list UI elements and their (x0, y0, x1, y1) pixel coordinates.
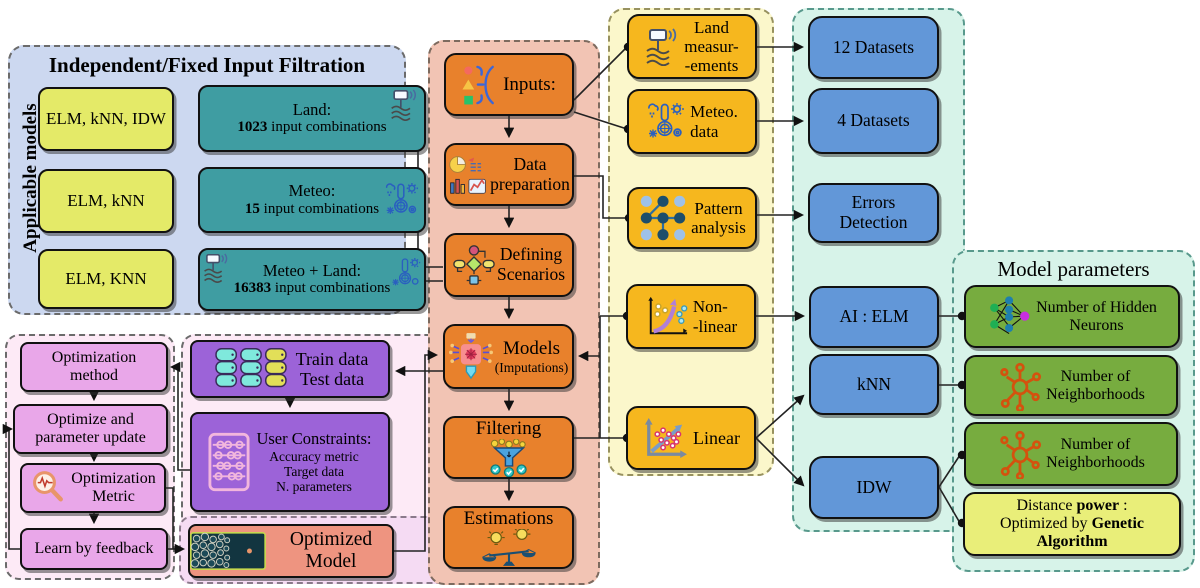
filtration-title: Independent/Fixed Input Filtration (48, 53, 366, 77)
meteo-land-combinations-box: Meteo + Land: 16383 input combinations (198, 248, 426, 311)
constraint-item: Target data (284, 463, 344, 479)
pattern-analysis-box: Pattern analysis (627, 187, 757, 249)
optimized-model-box: Optimized Model (188, 524, 394, 578)
meteo-count: 15 input combinations (244, 200, 380, 217)
abacus-icon (208, 432, 250, 492)
hidden-neurons-box: Number of Hidden Neurons (964, 285, 1180, 348)
inputs-box: Inputs: (444, 53, 574, 116)
data-preparation-box: Data preparation (444, 143, 574, 206)
meteo-label: Meteo: (288, 181, 336, 201)
land-combinations-box: Land: 1023 input combinations (198, 85, 426, 152)
parameter-update-box: Optimize and parameter update (13, 404, 168, 454)
meteo-data-box: Meteo. data (627, 89, 757, 154)
user-constraints-box: User Constraints: Accuracy metric Target… (190, 412, 390, 512)
linear-box: Linear (626, 406, 756, 470)
train-test-data-box: Train data Test data (190, 340, 390, 398)
filtering-funnel-icon (489, 439, 527, 477)
balance-scale-icon (481, 529, 536, 567)
datasets-12-box: 12 Datasets (808, 16, 939, 79)
filtering-box: Filtering (443, 416, 574, 479)
constraint-item: Accuracy metric (269, 448, 359, 464)
land-measurement-icon (391, 89, 416, 121)
inputs-shapes-icon (462, 65, 495, 104)
meteo-icon (392, 257, 421, 286)
databases-icon (214, 348, 287, 388)
meteo-icon (648, 102, 684, 137)
errors-detection-box: Errors Detection (808, 183, 939, 243)
nonlinear-box: Non- -linear (626, 284, 756, 349)
land-measurements-box: Land measur- -ements (627, 14, 757, 79)
distance-power-box: Distance power : Optimized by Genetic Al… (963, 492, 1181, 556)
optimization-method-box: Optimization method (20, 342, 168, 392)
models-box-meteo-land: ELM, KNN (38, 249, 174, 309)
meteo-combinations-box: Meteo: 15 input combinations (198, 167, 426, 233)
constraints-title: User Constraints: (256, 429, 372, 449)
defining-scenarios-box: Defining Scenarios (444, 233, 574, 297)
meteo-icon (385, 183, 419, 214)
constraint-item: N. parameters (276, 478, 352, 494)
optimized-model-image (190, 532, 266, 570)
neighborhoods-box-knn: Number of Neighborhoods (964, 355, 1178, 416)
neighborhoods-box-idw: Number of Neighborhoods (964, 422, 1178, 486)
land-count: 1023 input combinations (237, 119, 387, 136)
ai-chip-icon (448, 332, 493, 379)
land-measurement-icon (646, 27, 677, 66)
land-measurement-icon (204, 253, 228, 283)
meteo-land-label: Meteo + Land: (262, 260, 362, 280)
datasets-4-box: 4 Datasets (808, 88, 939, 154)
magnifier-metric-icon (33, 471, 64, 502)
idw-box: IDW (809, 456, 939, 519)
knn-box: kNN (809, 354, 939, 415)
neural-network-icon (990, 295, 1030, 334)
estimations-box: Estimations (443, 506, 574, 569)
defining-scenarios-flow-icon (453, 245, 495, 285)
models-imputations-box: Models (Imputations) (443, 324, 574, 389)
pattern-grid-icon (640, 195, 686, 241)
land-label: Land: (292, 99, 332, 119)
nonlinear-curve-icon (648, 296, 688, 334)
learn-feedback-box: Learn by feedback (20, 528, 168, 570)
models-box-land: ELM, kNN, IDW (38, 87, 174, 151)
neighborhood-node-icon (1000, 430, 1042, 479)
optimization-metric-box: Optimization Metric (20, 463, 166, 513)
neighborhood-node-icon (1000, 362, 1042, 411)
ai-elm-box: AI : ELM (809, 286, 939, 348)
linear-scatter-icon (644, 417, 687, 459)
data-preparation-charts-icon (449, 155, 486, 194)
meteo-land-count: 16383 input combinations (233, 280, 391, 297)
models-box-meteo: ELM, kNN (38, 169, 174, 233)
model-parameters-title: Model parameters (997, 257, 1150, 281)
